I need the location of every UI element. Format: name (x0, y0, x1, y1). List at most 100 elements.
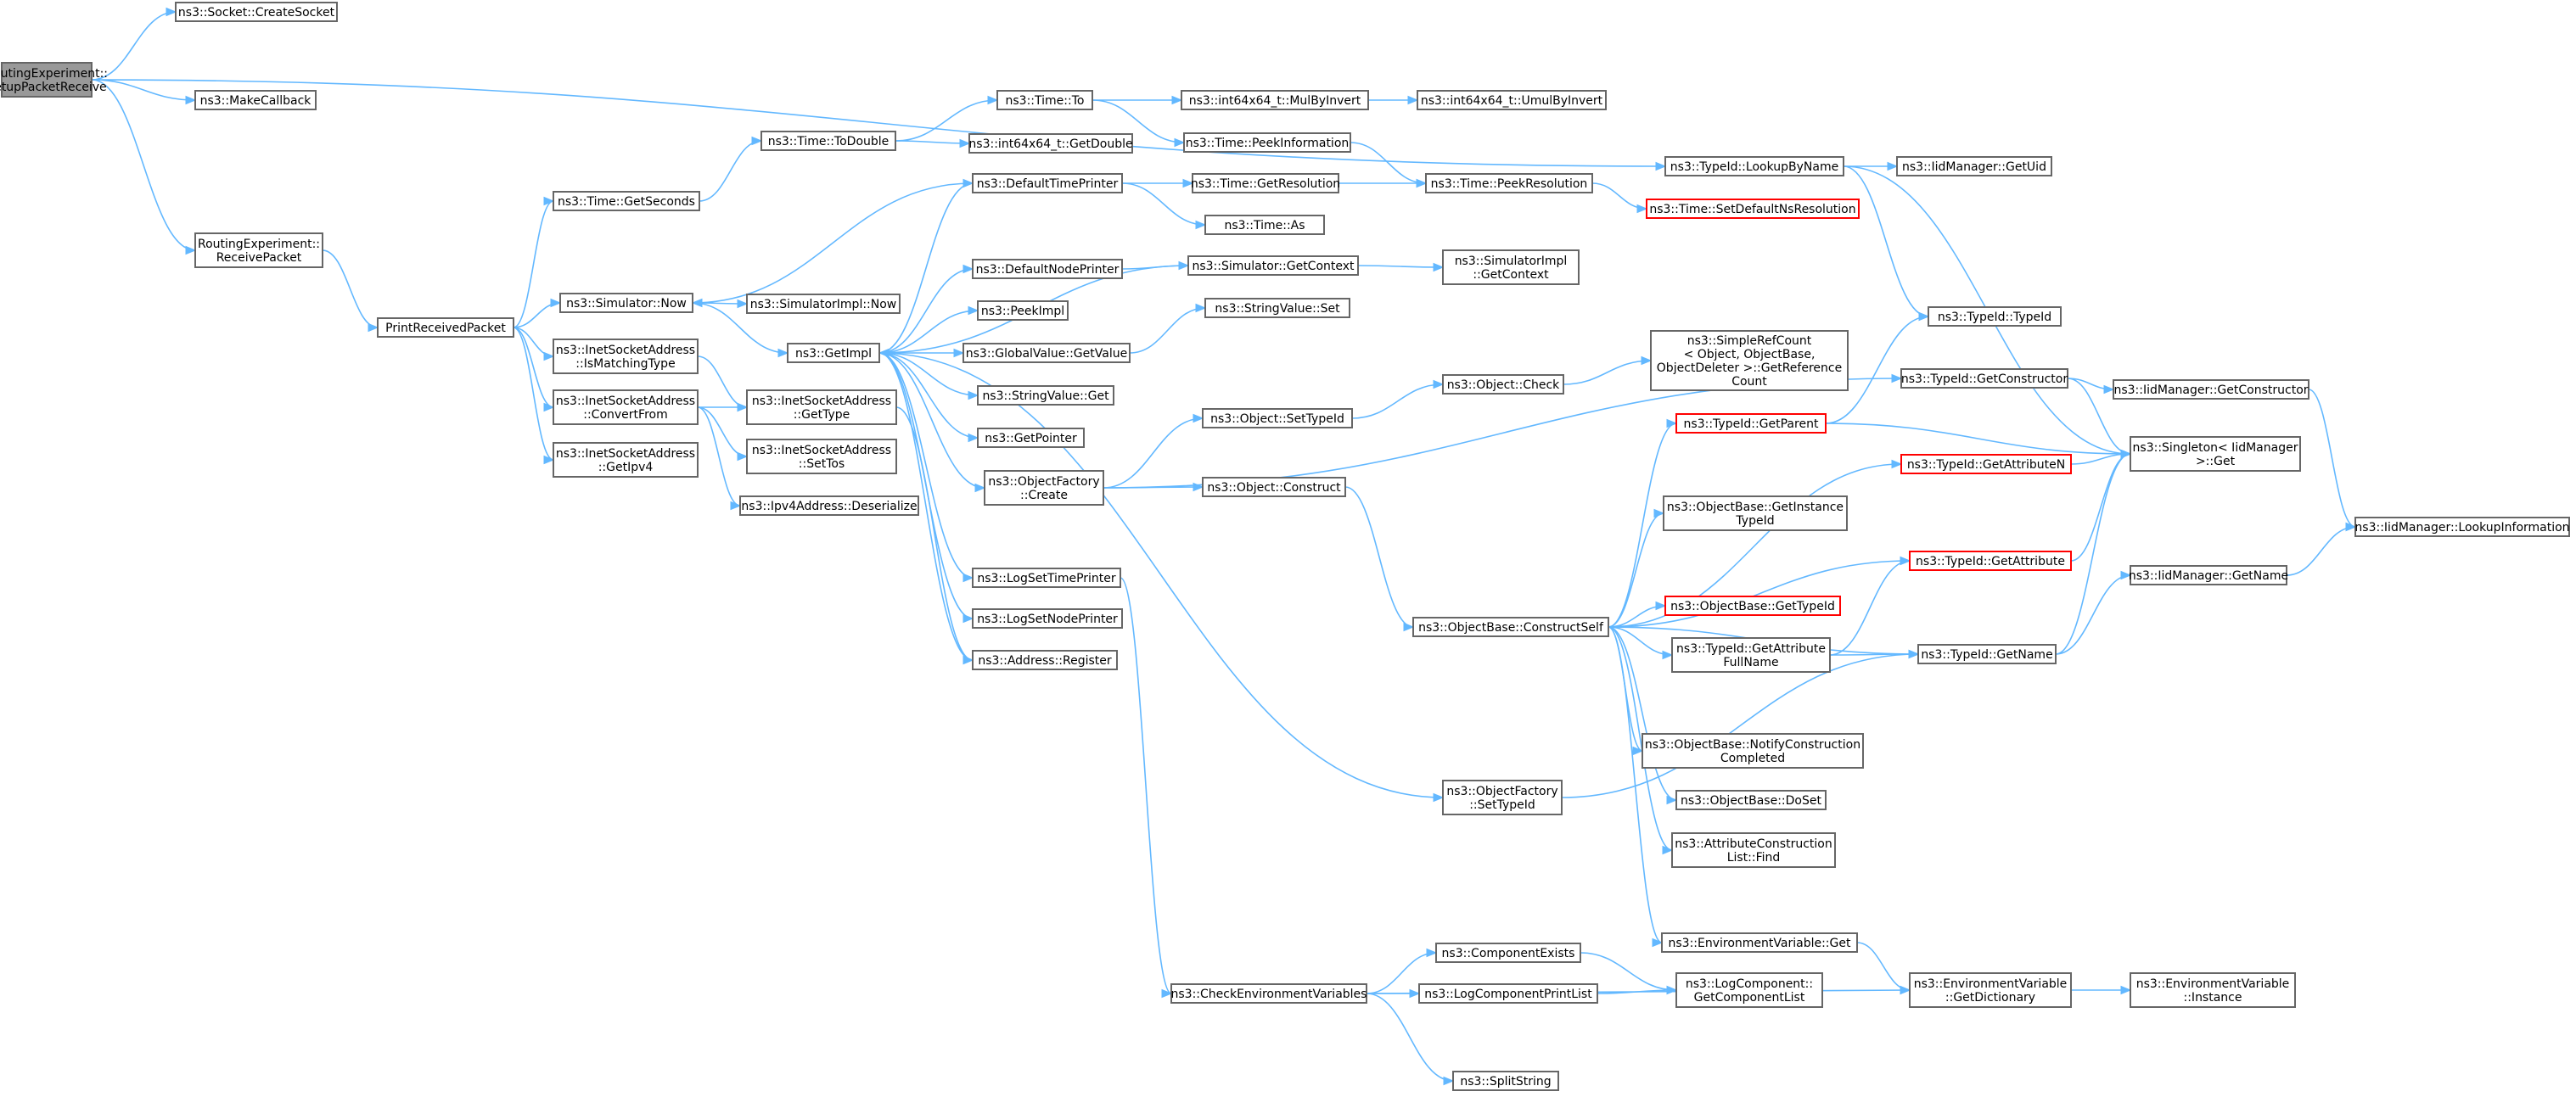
edge-line (1344, 486, 1414, 628)
node-singletonget[interactable]: ns3::Singleton< IidManager>::Get (2130, 436, 2301, 472)
node-globalgetvalue[interactable]: ns3::GlobalValue::GetValue (962, 343, 1131, 363)
node-simgetcontext[interactable]: ns3::Simulator::GetContext (1187, 255, 1359, 276)
node-gettype[interactable]: ns3::InetSocketAddress::GetType (746, 389, 897, 425)
node-objfactorycreate[interactable]: ns3::ObjectFactory::Create (984, 470, 1104, 506)
node-objbasegettypeid[interactable]: ns3::ObjectBase::GetTypeId (1664, 596, 1841, 616)
edge-line (1351, 383, 1444, 419)
node-getimpl[interactable]: ns3::GetImpl (787, 343, 880, 363)
node-label: ::ConvertFrom (583, 408, 667, 422)
node-makecallback[interactable]: ns3::MakeCallback (194, 90, 317, 110)
edge-convertfrom-to-gettype (698, 402, 749, 412)
node-simimplnow[interactable]: ns3::SimulatorImpl::Now (746, 294, 901, 314)
node-typeidtypeid[interactable]: ns3::TypeId::TypeId (1928, 306, 2062, 327)
node-stringget[interactable]: ns3::StringValue::Get (977, 385, 1114, 406)
node-objfactorysettypeid[interactable]: ns3::ObjectFactory::SetTypeId (1442, 780, 1563, 815)
edge-line (895, 99, 998, 142)
node-typeidgetattributen[interactable]: ns3::TypeId::GetAttributeN (1900, 454, 2072, 474)
node-ismatching[interactable]: ns3::InetSocketAddress::IsMatchingType (553, 339, 699, 374)
node-lookupbyname[interactable]: ns3::TypeId::LookupByName (1664, 156, 1844, 176)
node-box (1, 62, 93, 98)
node-defaulttimeprinter[interactable]: ns3::DefaultTimePrinter (972, 173, 1123, 193)
node-checkenv[interactable]: ns3::CheckEnvironmentVariables (1170, 983, 1367, 1004)
node-label: ns3::int64x64_t::UmulByInvert (1421, 94, 1603, 108)
node-timeto[interactable]: ns3::Time::To (996, 90, 1093, 110)
node-logsettimeprinter[interactable]: ns3::LogSetTimePrinter (972, 568, 1121, 588)
node-objbaseconstructself[interactable]: ns3::ObjectBase::ConstructSelf (1412, 617, 1609, 637)
node-mulbyinvert[interactable]: ns3::int64x64_t::MulByInvert (1181, 90, 1369, 110)
node-label: ns3::GetPointer (985, 432, 1077, 445)
node-typeidgetconstructor[interactable]: ns3::TypeId::GetConstructor (1900, 368, 2068, 389)
edge-printreceived-to-convertfrom (513, 327, 555, 412)
node-simimplgetcontext[interactable]: ns3::SimulatorImpl::GetContext (1442, 249, 1580, 285)
edge-arrowhead (959, 138, 971, 148)
node-createsocket[interactable]: ns3::Socket::CreateSocket (175, 2, 338, 22)
node-iidgetuid[interactable]: ns3::IidManager::GetUid (1896, 156, 2052, 176)
node-int64getdouble[interactable]: ns3::int64x64_t::GetDouble (968, 133, 1133, 154)
node-peekimpl[interactable]: ns3::PeekImpl (977, 300, 1069, 321)
node-getpointer[interactable]: ns3::GetPointer (977, 428, 1085, 448)
node-splitstring[interactable]: ns3::SplitString (1452, 1071, 1559, 1091)
node-envget[interactable]: ns3::EnvironmentVariable::Get (1661, 932, 1858, 953)
node-box (1650, 330, 1849, 391)
node-getcomponentlist[interactable]: ns3::LogComponent::GetComponentList (1675, 972, 1823, 1008)
node-defaultnodeprinter[interactable]: ns3::DefaultNodePrinter (972, 259, 1123, 279)
node-label: ns3::Time::GetSeconds (558, 195, 695, 209)
node-typeidgetattribute[interactable]: ns3::TypeId::GetAttribute (1909, 551, 2072, 571)
node-peekresolution[interactable]: ns3::Time::PeekResolution (1425, 173, 1593, 193)
edge-line (1350, 142, 1427, 184)
edge-arrowhead (1426, 948, 1438, 958)
node-simnow[interactable]: ns3::Simulator::Now (559, 293, 693, 313)
node-peekinformation[interactable]: ns3::Time::PeekInformation (1183, 132, 1351, 153)
edge-getimpl-to-defaulttimeprinter (878, 178, 974, 354)
node-label: ns3::int64x64_t::MulByInvert (1189, 94, 1361, 108)
node-ipv4deser[interactable]: ns3::Ipv4Address::Deserialize (739, 495, 919, 516)
node-box (1202, 477, 1346, 497)
edge-line (697, 406, 748, 457)
node-getresolution[interactable]: ns3::Time::GetResolution (1191, 173, 1340, 193)
node-umulbyinvert[interactable]: ns3::int64x64_t::UmulByInvert (1417, 90, 1607, 110)
node-objconstruct[interactable]: ns3::Object::Construct (1202, 477, 1346, 497)
node-typeidgetname[interactable]: ns3::TypeId::GetName (1917, 644, 2057, 664)
node-addressregister[interactable]: ns3::Address::Register (972, 650, 1118, 670)
node-simplerefcount[interactable]: ns3::SimpleRefCount< Object, ObjectBase,… (1650, 330, 1849, 391)
node-iidgetname[interactable]: ns3::IidManager::GetName (2129, 565, 2288, 585)
edge-arrowhead (974, 483, 986, 493)
node-getipv4[interactable]: ns3::InetSocketAddress::GetIpv4 (553, 442, 699, 478)
node-logsetnodeprinter[interactable]: ns3::LogSetNodePrinter (972, 608, 1123, 629)
node-convertfrom[interactable]: ns3::InetSocketAddress::ConvertFrom (553, 389, 699, 425)
node-label: ::SetTos (799, 457, 845, 471)
node-setdefaultnsres[interactable]: ns3::Time::SetDefaultNsResolution (1646, 199, 1860, 219)
node-label: SetupPacketReceive (0, 81, 107, 94)
node-getseconds[interactable]: ns3::Time::GetSeconds (553, 191, 700, 211)
node-componentexists[interactable]: ns3::ComponentExists (1435, 943, 1581, 963)
node-objbasedoset[interactable]: ns3::ObjectBase::DoSet (1675, 790, 1827, 810)
node-envinstance[interactable]: ns3::EnvironmentVariable::Instance (2130, 972, 2296, 1008)
node-typeidgetparent[interactable]: ns3::TypeId::GetParent (1675, 413, 1827, 434)
node-todouble[interactable]: ns3::Time::ToDouble (760, 131, 896, 151)
node-printreceived[interactable]: PrintReceivedPacket (377, 317, 514, 338)
node-label: ns3::ComponentExists (1442, 947, 1575, 960)
node-objcheck[interactable]: ns3::Object::Check (1442, 374, 1564, 395)
edge-arrowhead (2103, 384, 2115, 395)
edge-arrowhead (1182, 178, 1194, 188)
node-envgetdictionary[interactable]: ns3::EnvironmentVariable::GetDictionary (1909, 972, 2072, 1008)
node-settos[interactable]: ns3::InetSocketAddress::SetTos (746, 439, 897, 474)
node-box (1928, 306, 2062, 327)
node-label: ns3::Simulator::Now (566, 297, 687, 311)
node-receivepacket[interactable]: RoutingExperiment::ReceivePacket (194, 232, 323, 268)
node-box (1417, 90, 1607, 110)
node-objsettypeid[interactable]: ns3::Object::SetTypeId (1202, 408, 1353, 428)
node-root[interactable]: RoutingExperiment::SetupPacketReceive (0, 62, 108, 98)
node-label: RoutingExperiment:: (198, 238, 320, 251)
node-iidlookupinfo[interactable]: ns3::IidManager::LookupInformation (2354, 517, 2570, 537)
node-timeas[interactable]: ns3::Time::As (1204, 215, 1325, 235)
edge-typeidgetname-to-iidgetname (2055, 570, 2132, 655)
node-stringset[interactable]: ns3::StringValue::Set (1204, 298, 1350, 318)
node-notifyconstruction[interactable]: ns3::ObjectBase::NotifyConstructionCompl… (1642, 733, 1864, 769)
node-logcomponentprintlist[interactable]: ns3::LogComponentPrintList (1418, 983, 1598, 1004)
node-iidgetconstructor[interactable]: ns3::IidManager::GetConstructor (2113, 379, 2309, 400)
